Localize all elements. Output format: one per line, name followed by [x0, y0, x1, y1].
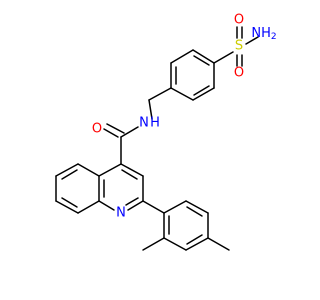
- bond-a3-a4-inner: [186, 234, 203, 245]
- bond-c2-aryl: [142, 200, 165, 214]
- bond-b3-b4-inner: [193, 55, 210, 66]
- bond-b5-b6-inner: [193, 85, 210, 96]
- bond-c4a-c4: [98, 163, 122, 177]
- bond-b3-b4: [192, 49, 215, 64]
- atom-nh2-sulfonamide: NH2: [251, 26, 276, 43]
- bond-s-nh2: [245, 36, 259, 45]
- bond-carbonyl-n: [120, 126, 139, 138]
- bond-c2-n1-inner: [125, 197, 139, 206]
- bond-a2-a3: [163, 237, 187, 251]
- atom-n-quinoline: N: [116, 206, 126, 221]
- bond-n-ch2: [148, 99, 153, 120]
- bond-c8-c8a: [77, 200, 100, 214]
- atom-o-sulfonyl-top: O: [234, 13, 244, 28]
- bond-c4-c3-inner: [121, 169, 138, 180]
- atom-o-carbonyl: O: [92, 122, 102, 137]
- bond-ch2-ring: [148, 87, 172, 101]
- bond-n1-c8a: [98, 200, 115, 211]
- atom-s-sulfonyl: S: [235, 39, 243, 54]
- bonds: [55, 26, 259, 251]
- bond-c5-c6-inner: [61, 169, 78, 180]
- atom-n-amide: N: [139, 116, 149, 131]
- bond-c4a-c5: [77, 163, 100, 177]
- bond-ortho-methyl: [142, 237, 165, 251]
- atom-h-amide: H: [150, 116, 160, 131]
- molecule-structure-diagram: O N H N S O O NH2: [55, 13, 277, 251]
- bond-c5-c6: [55, 163, 79, 177]
- bond-c7-c8-inner: [61, 197, 78, 208]
- bond-a5-a6: [185, 200, 209, 214]
- bond-carbonyl-o-2: [106, 123, 125, 134]
- nh2-main-text: NH: [251, 26, 271, 41]
- bond-para-methyl: [207, 237, 230, 251]
- bond-b2-b3: [170, 49, 194, 64]
- bond-c4-c3: [120, 163, 144, 177]
- bond-a6-a1: [163, 200, 187, 214]
- atom-labels: O N H N S O O NH2: [92, 13, 277, 221]
- bond-ring-s: [213, 51, 234, 64]
- bond-a3-a4: [185, 237, 209, 251]
- nh2-subscript: 2: [271, 32, 277, 42]
- bond-c7-c8: [55, 200, 79, 214]
- bond-b6-b1: [170, 87, 194, 101]
- bond-carbonyl-o-1: [103, 128, 119, 138]
- bond-c2-n1: [127, 200, 144, 211]
- bond-b5-b6: [192, 87, 215, 101]
- bond-a5-a6-inner: [186, 206, 203, 217]
- atom-o-sulfonyl-bottom: O: [234, 66, 244, 81]
